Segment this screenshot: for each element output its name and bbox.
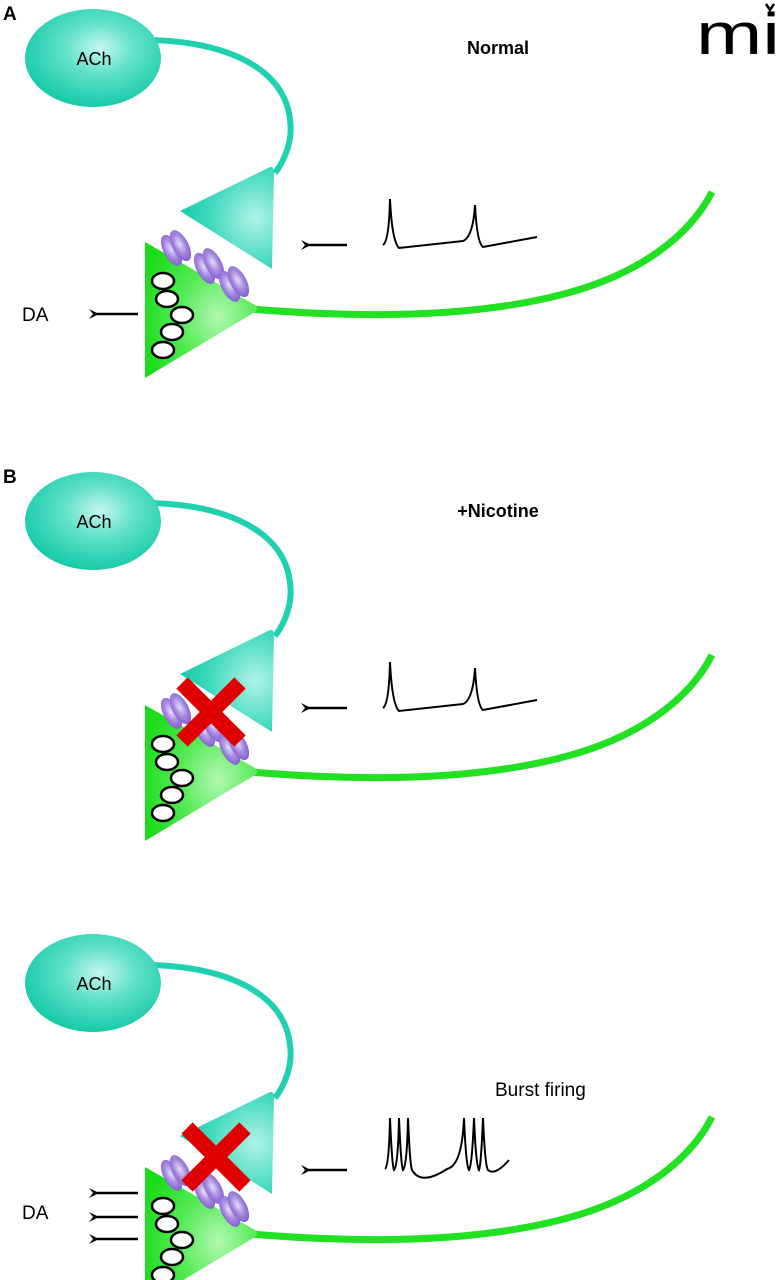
receptor-lobe [202, 248, 225, 280]
ach-label: ACh [76, 512, 111, 532]
dopamine-vesicle [150, 340, 176, 360]
firing-label: Burst firing [495, 1080, 586, 1101]
burst-firing-trace [384, 1117, 510, 1179]
receptor-lobe [160, 697, 183, 729]
receptor-lobe [169, 693, 192, 725]
dopamine-vesicle [150, 803, 176, 823]
condition-title: Normal [467, 38, 529, 58]
ach-axon [149, 37, 294, 175]
dopamine-axon [249, 653, 716, 782]
nicotinic-receptor [160, 230, 192, 266]
dopamine-vesicle [159, 785, 185, 805]
ach-neuron-soma [25, 934, 161, 1032]
dopamine-vesicle [159, 322, 185, 342]
ach-axon [149, 962, 294, 1100]
firing-trace [382, 661, 538, 713]
receptor-lobe [218, 270, 241, 302]
dopamine-axon [249, 190, 716, 319]
firing-trace [382, 198, 538, 250]
logo-text: mi [696, 2, 780, 67]
receptor-lobe [160, 1159, 183, 1191]
dopamine-vesicle [169, 768, 195, 788]
receptor-lobe [227, 1191, 250, 1223]
ach-terminal [180, 630, 274, 732]
condition-title: +Nicotine [457, 501, 539, 521]
receptor-block-x-icon [181, 1122, 251, 1192]
ach-label: ACh [76, 49, 111, 69]
receptor-lobe [160, 234, 183, 266]
receptor-lobe [218, 1195, 241, 1227]
logo-heart-icon [764, 3, 776, 13]
block-bar [181, 1122, 251, 1192]
nicotinic-receptor [218, 1191, 250, 1227]
dopamine-vesicle [150, 271, 176, 291]
da-label: DA [22, 1203, 49, 1224]
ach-neuron-soma [25, 9, 161, 107]
dopamine-vesicle [169, 305, 195, 325]
nicotinic-receptor [193, 248, 225, 284]
da-label: DA [22, 305, 49, 326]
receptor-lobe [193, 1177, 216, 1209]
dopamine-vesicle [154, 289, 180, 309]
ach-neuron-soma [25, 472, 161, 570]
nicotinic-receptor [193, 1173, 225, 1209]
ach-label: ACh [76, 974, 111, 994]
receptor-lobe [202, 1173, 225, 1205]
dopamine-vesicle [154, 752, 180, 772]
block-bar [176, 677, 246, 747]
journal-logo: mi [696, 2, 780, 67]
receptor-lobe [227, 266, 250, 298]
dopamine-vesicle [150, 734, 176, 754]
receptor-lobe [169, 230, 192, 262]
ach-axon [149, 500, 294, 638]
ach-terminal [180, 167, 274, 269]
dopamine-vesicle [150, 1196, 176, 1216]
dopamine-vesicle [169, 1230, 195, 1250]
dopamine-vesicle [150, 1265, 176, 1280]
receptor-lobe [193, 252, 216, 284]
receptor-block-x-icon [176, 677, 246, 747]
dopamine-vesicle [154, 1214, 180, 1234]
nicotinic-receptor [218, 266, 250, 302]
dopamine-axon [249, 1115, 716, 1244]
nicotinic-receptor [160, 693, 192, 729]
panel-letter: A [3, 4, 17, 25]
receptor-lobe [218, 733, 241, 765]
dopamine-vesicle [159, 1247, 185, 1267]
panel-letter: B [3, 467, 17, 488]
